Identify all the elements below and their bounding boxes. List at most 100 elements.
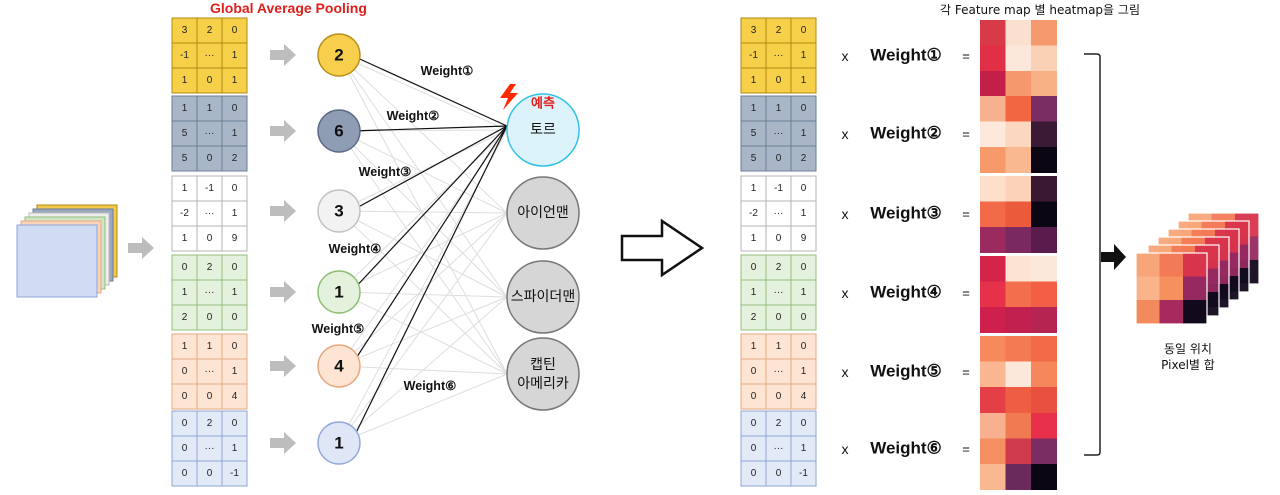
matrix-value: 1	[182, 233, 188, 244]
pooling-arrow	[270, 432, 296, 454]
matrix-value: 0	[801, 262, 807, 273]
connection-line	[338, 210, 508, 214]
weight-label: Weight④	[870, 283, 942, 302]
matrix-value: 0	[801, 25, 807, 36]
matrix-cell	[740, 225, 767, 252]
matrix-value: 1	[751, 341, 757, 352]
heatmap-cell	[980, 176, 1006, 202]
heatmap-cell	[1031, 227, 1057, 253]
matrix-value: 0	[751, 443, 757, 454]
equals-symbol: =	[962, 442, 970, 457]
heatmap-cell	[1005, 201, 1032, 228]
matrix-value: 2	[801, 153, 807, 164]
pooled-node: 3	[317, 189, 361, 233]
matrix-value: 1	[232, 75, 238, 86]
pixel-sum-label-line1: 동일 위치	[1164, 342, 1212, 356]
connection-line	[338, 54, 508, 298]
weight-line	[350, 125, 508, 293]
matrix-value: 0	[207, 75, 213, 86]
matrix-cell	[790, 200, 817, 227]
pixel-sum-label-line2: Pixel별 합	[1161, 358, 1215, 372]
heatmap-cell	[1031, 413, 1057, 439]
matrix-value: 2	[207, 25, 213, 36]
class-node: 아이언맨	[506, 176, 580, 250]
matrix-value: 1	[751, 183, 757, 194]
weight-label: Weight⑥	[870, 439, 942, 458]
matrix-cell	[790, 95, 817, 122]
heatmap-cell	[1031, 256, 1057, 282]
matrix-value: -1	[774, 183, 783, 194]
matrix-cell	[740, 410, 767, 437]
weight-line	[350, 54, 508, 127]
matrix-value: 1	[232, 50, 238, 61]
matrix-value: ···	[774, 50, 784, 61]
lightning-icon	[500, 84, 518, 110]
heatmap-cell	[1005, 96, 1032, 122]
connection-line	[338, 296, 508, 367]
pooled-node-circle	[317, 33, 361, 77]
pooled-node-value: 2	[334, 46, 343, 65]
matrix-value: -1	[180, 50, 189, 61]
matrix-cell	[790, 67, 817, 94]
matrix-cell	[221, 67, 248, 94]
matrix-value: 5	[751, 153, 757, 164]
connection-line	[338, 210, 508, 298]
matrix-value: ···	[774, 208, 784, 219]
sum-arrow-icon	[1101, 244, 1126, 270]
pooled-node: 1	[317, 270, 361, 314]
heatmap-title: 각 Feature map 별 heatmap을 그림	[940, 3, 1140, 17]
heatmap-cell	[980, 201, 1006, 228]
heatmap-cell	[1031, 176, 1057, 202]
heatmap-cell	[1031, 387, 1057, 413]
weight-label: Weight⑥	[404, 379, 457, 393]
weight-lines	[350, 54, 508, 444]
matrix-value: -2	[180, 208, 189, 219]
heatmap-cell	[980, 227, 1006, 253]
result-heatmap-cell	[1136, 276, 1160, 301]
matrix-value: 1	[751, 75, 757, 86]
matrix-cell	[790, 42, 817, 69]
heatmap	[980, 20, 1057, 97]
matrix-cell	[196, 304, 223, 331]
multiply-symbol: x	[842, 285, 849, 301]
matrix-value: 4	[801, 391, 807, 402]
pooled-node-value: 6	[334, 122, 343, 141]
pooled-node-value: 1	[334, 434, 343, 453]
matrix-value: 2	[207, 262, 213, 273]
connection-line	[338, 291, 508, 375]
hollow-arrow-icon	[620, 218, 705, 278]
matrix-cell	[171, 460, 198, 487]
matrix-value: 1	[776, 103, 782, 114]
matrix-value: 9	[801, 233, 807, 244]
matrix-value: 9	[232, 233, 238, 244]
pooled-node-circle	[317, 270, 361, 314]
heatmap	[980, 176, 1057, 253]
heatmap-cell	[980, 281, 1006, 308]
matrix-cell	[221, 42, 248, 69]
matrix-cell	[171, 383, 198, 410]
matrix-value: ···	[205, 208, 215, 219]
connection-line	[338, 54, 508, 131]
matrix-value: 1	[801, 128, 807, 139]
matrix-value: ···	[205, 287, 215, 298]
connection-line	[338, 296, 508, 444]
weight-label: Weight①	[870, 46, 942, 65]
heatmap-cell	[980, 147, 1006, 173]
heatmap-cell	[1005, 121, 1032, 148]
matrix-cell	[221, 200, 248, 227]
matrix-value: 0	[751, 262, 757, 273]
equals-symbol: =	[962, 365, 970, 380]
matrix-cell	[171, 304, 198, 331]
matrix-cell	[171, 42, 198, 69]
multiply-symbol: x	[842, 206, 849, 222]
matrix-value: 1	[232, 208, 238, 219]
heatmap-cell	[1005, 307, 1032, 333]
matrix-cell	[221, 254, 248, 281]
matrix-value: 0	[207, 468, 213, 479]
heatmap-cell	[1005, 387, 1032, 413]
pooled-node-value: 1	[334, 283, 343, 302]
matrix-cell	[196, 200, 223, 227]
matrix-value: ···	[205, 443, 215, 454]
matrix-value: 0	[182, 443, 188, 454]
